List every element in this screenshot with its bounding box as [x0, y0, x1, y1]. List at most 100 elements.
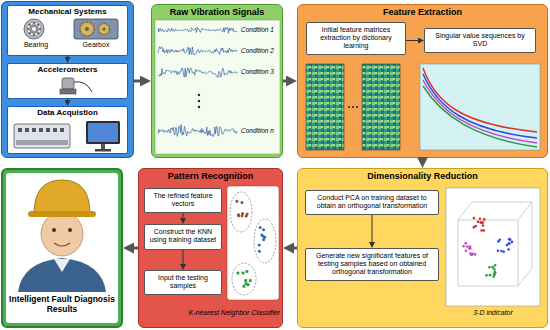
pca-3d-plot — [446, 188, 540, 306]
illustration-part — [482, 224, 485, 227]
illustration-part — [258, 244, 261, 247]
illustration-part — [29, 24, 31, 26]
illustration-part — [32, 128, 36, 132]
illustration-part — [469, 245, 472, 248]
box-heading: Mechanical Systems — [11, 7, 124, 16]
illustration-part — [458, 202, 532, 286]
illustration-part — [489, 274, 492, 277]
illustration-part — [246, 270, 249, 273]
illustration-part — [446, 188, 540, 306]
illustration-part — [262, 228, 265, 231]
flow-arrow — [288, 247, 297, 250]
illustration-part — [198, 94, 200, 96]
illustration-part — [29, 32, 31, 34]
illustration-part — [482, 229, 485, 232]
illustration-part — [474, 253, 477, 256]
panel-title: Raw Vibration Signals — [152, 5, 282, 17]
illustration-part — [468, 247, 471, 250]
box-text: The refined feature vectors — [148, 192, 218, 208]
illustration-part — [37, 24, 39, 26]
illustration-part — [158, 124, 237, 136]
illustration-part — [241, 214, 244, 217]
illustration-part — [466, 245, 469, 248]
illustration-part — [158, 47, 237, 55]
illustration-part — [420, 64, 540, 150]
illustration-part — [237, 272, 240, 275]
illustration-part — [423, 68, 537, 132]
illustration-part — [41, 212, 83, 256]
illustration-part — [423, 86, 537, 147]
illustration-part — [33, 34, 35, 36]
svd-plot — [420, 64, 540, 150]
illustration-part — [16, 140, 68, 145]
illustration-part — [497, 249, 500, 252]
illustration-part — [68, 228, 72, 232]
illustration-part — [39, 128, 43, 132]
illustration-part — [37, 32, 39, 34]
illustration-part — [62, 78, 74, 89]
illustration-part — [85, 27, 89, 31]
box-text: Initial feature matrices extraction by d… — [310, 26, 402, 50]
illustration-part — [473, 217, 476, 220]
illustration-part — [158, 27, 237, 136]
illustration-part — [235, 200, 266, 288]
illustration-part — [246, 212, 249, 215]
signal-plot — [155, 20, 280, 154]
image-caption: Bearing — [12, 41, 60, 49]
illustration-part — [60, 128, 64, 132]
process-box: Mechanical SystemsBearingGearbox — [7, 5, 128, 56]
flow-arrow — [372, 215, 373, 246]
illustration-part — [491, 266, 494, 269]
illustration-part — [479, 221, 482, 224]
illustration-part — [464, 242, 467, 245]
illustration-part — [198, 100, 200, 102]
panel-title: Feature Extraction — [298, 5, 547, 17]
gearbox-image — [74, 19, 118, 39]
illustration-part — [254, 219, 276, 263]
illustration-part — [27, 22, 41, 36]
illustration-part — [469, 252, 472, 255]
illustration-part — [258, 250, 261, 253]
illustration-part — [263, 236, 266, 239]
illustration-part — [494, 271, 497, 274]
illustration-part — [259, 226, 262, 229]
illustration-part — [348, 106, 350, 108]
illustration-part — [240, 201, 243, 204]
signal-label: Condition 2 — [241, 47, 281, 54]
process-box: Construct the KNN using training dataset — [144, 224, 222, 250]
illustration-part — [242, 285, 245, 288]
illustration-part — [493, 273, 496, 276]
illustration-part — [498, 238, 501, 241]
illustration-part — [27, 28, 29, 30]
illustration-part — [24, 19, 44, 39]
feature-matrices — [306, 64, 400, 150]
illustration-part — [30, 25, 38, 33]
illustration-part — [482, 221, 485, 224]
flow-arrow — [67, 99, 68, 104]
illustration-part — [493, 273, 496, 276]
plot-caption: 3-D indicator — [446, 309, 540, 317]
accelerometer-image — [60, 78, 92, 94]
flow-arrow — [183, 250, 184, 268]
illustration-part — [306, 64, 344, 150]
signal-label: Condition n — [241, 127, 281, 134]
flow-arrow — [67, 56, 68, 61]
illustration-part — [262, 238, 265, 241]
box-text: Construct the KNN using training dataset — [148, 228, 218, 244]
process-box: Initial feature matrices extraction by d… — [306, 22, 406, 55]
flow-arrow — [183, 213, 184, 222]
illustration-part — [352, 106, 354, 108]
illustration-part — [472, 253, 475, 256]
flow-arrow — [128, 247, 138, 250]
illustration-part — [14, 124, 70, 148]
illustration-part — [102, 27, 105, 30]
flow-arrow — [134, 80, 146, 83]
illustration-part — [28, 211, 96, 217]
illustration-part — [18, 258, 106, 292]
illustration-part — [235, 200, 238, 203]
result-panel: Intelligent Fault Diagnosis Results — [1, 168, 123, 328]
illustration-part — [469, 247, 472, 250]
illustration-part — [475, 225, 478, 228]
box-text: Generate new significant features of tes… — [309, 252, 435, 276]
illustration-part — [247, 283, 250, 286]
